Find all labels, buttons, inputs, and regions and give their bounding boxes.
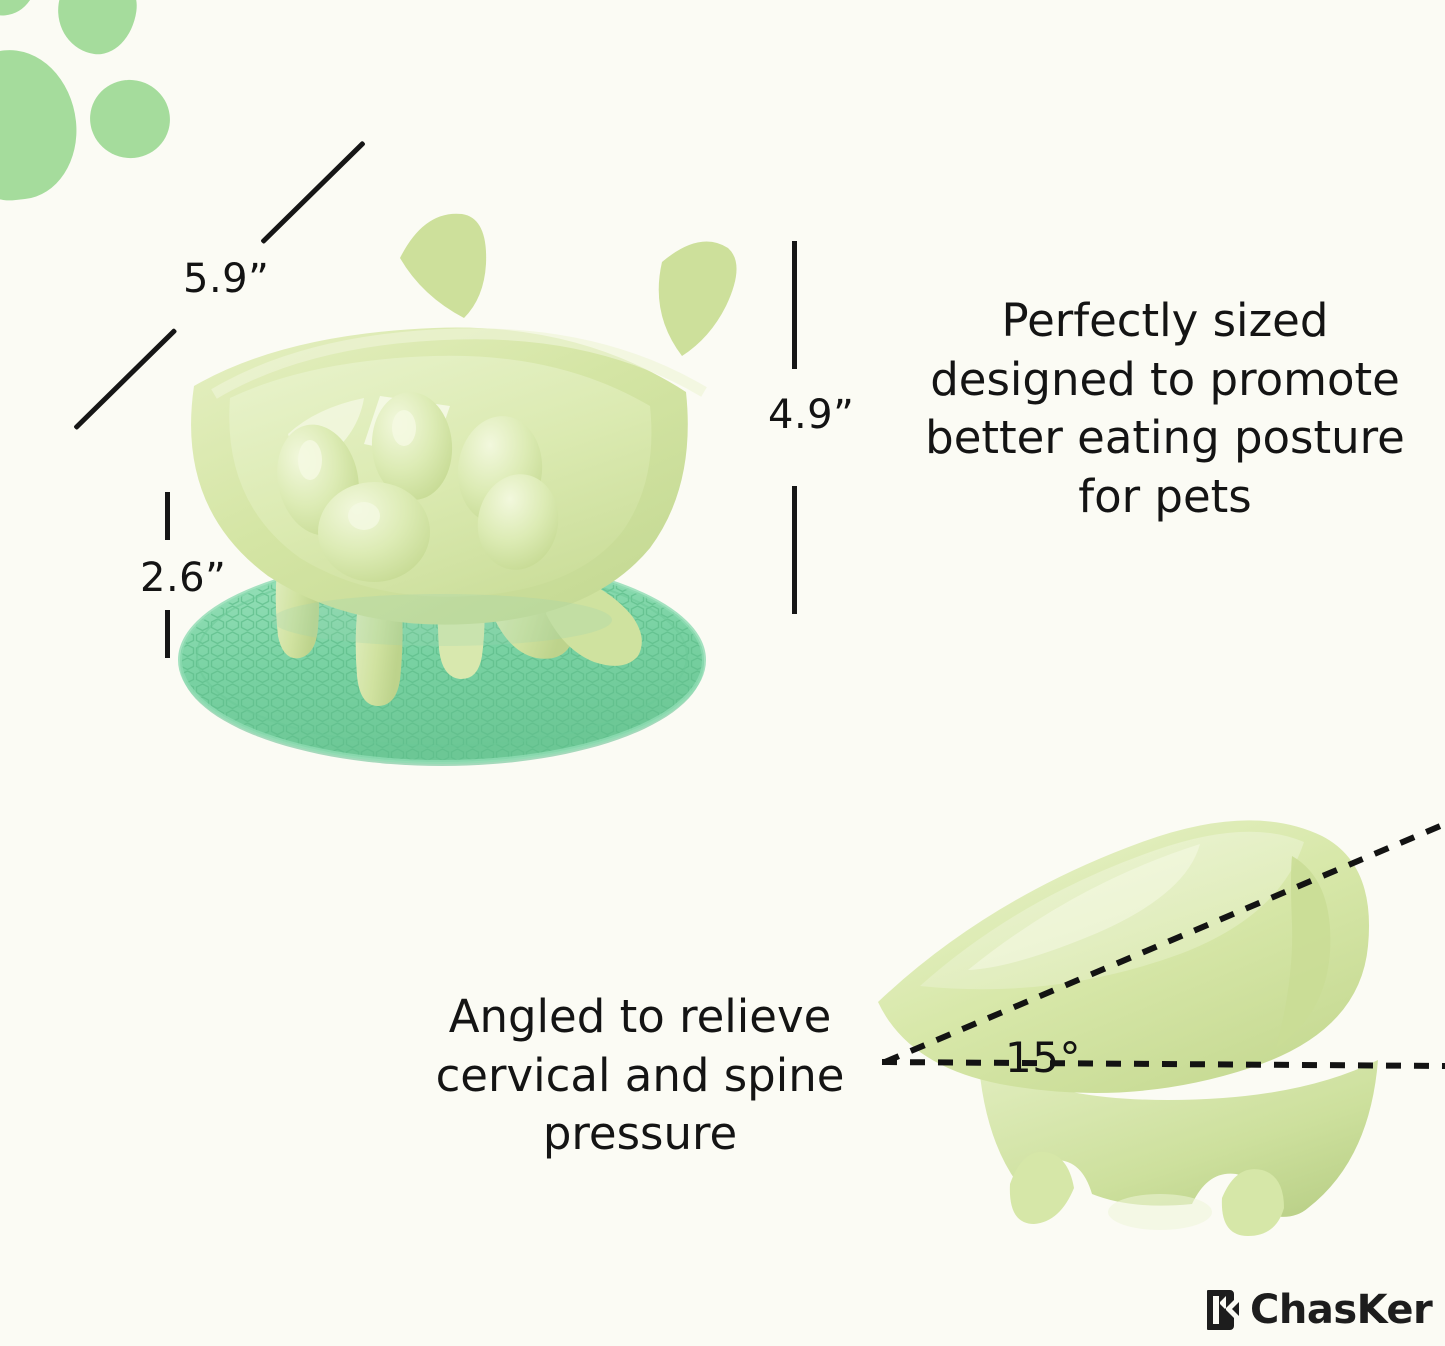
- brand-logo: ChasKer: [1205, 1287, 1433, 1333]
- side-bowl-base: [978, 1054, 1378, 1236]
- paw-toe-1: [0, 0, 48, 26]
- dimension-label-base: 2.6”: [140, 555, 227, 601]
- slow-feeder-nubs: [277, 392, 559, 582]
- angle-line-upper: [883, 821, 1445, 1065]
- paw-pad-main: [0, 43, 84, 207]
- brand-wordmark: ChasKer: [1250, 1287, 1433, 1333]
- side-bowl-body: [878, 820, 1370, 1093]
- feature-text-sizing: Perfectly sized designed to promote bett…: [925, 294, 1405, 523]
- paw-toe-2: [52, 0, 142, 60]
- angle-line-baseline: [881, 1059, 1445, 1069]
- dimension-line-height-upper: [792, 241, 797, 369]
- product-photo-side-angle: [860, 810, 1445, 1280]
- dimension-line-base-lower: [165, 610, 170, 658]
- dimension-label-width: 5.9”: [183, 256, 270, 302]
- paw-print-icon: [0, 0, 180, 207]
- dimension-line-height-lower: [792, 486, 797, 614]
- k-logo-icon: [1207, 1290, 1239, 1330]
- cat-ear-tabs: [400, 213, 737, 356]
- feature-text-angle: Angled to relieve cervical and spine pre…: [435, 990, 845, 1160]
- dimension-line-base-upper: [165, 492, 170, 540]
- product-photo-front: [150, 150, 770, 790]
- angle-label: 15°: [1005, 1033, 1081, 1082]
- dimension-label-height: 4.9”: [768, 392, 855, 438]
